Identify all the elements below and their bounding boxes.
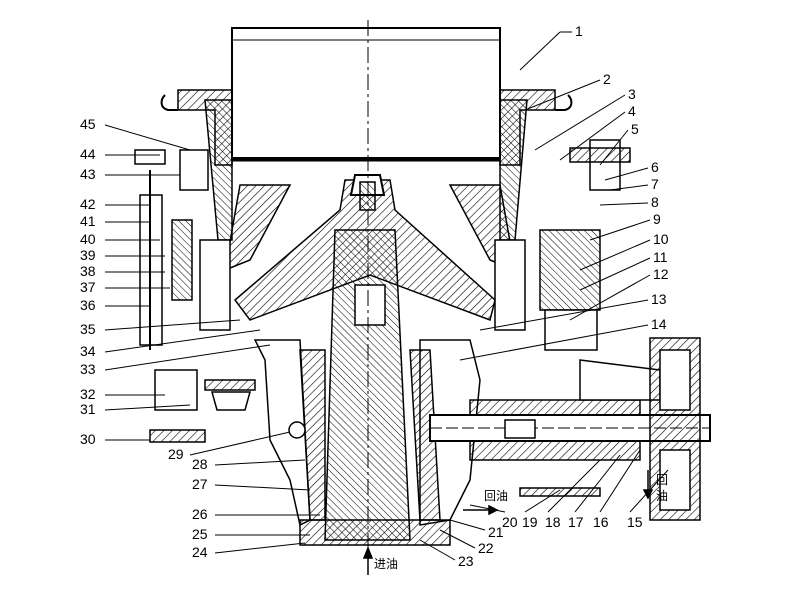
callout-29: 29 — [168, 446, 184, 462]
callout-22: 22 — [478, 540, 494, 556]
callout-32: 32 — [80, 386, 96, 402]
callout-39: 39 — [80, 247, 96, 263]
callout-11: 11 — [653, 249, 668, 265]
oil-return-char-1: 回 — [656, 473, 668, 487]
callout-6: 6 — [651, 159, 659, 175]
oil-in-arrow — [362, 545, 374, 575]
callout-44: 44 — [80, 146, 96, 162]
callout-30: 30 — [80, 431, 96, 447]
callout-2: 2 — [603, 71, 611, 87]
callout-3: 3 — [628, 86, 636, 102]
adjusting-ring — [160, 89, 573, 241]
oil-return-pipe — [519, 487, 601, 497]
callout-42: 42 — [80, 196, 96, 212]
callout-37: 37 — [80, 279, 96, 295]
callout-24: 24 — [192, 544, 208, 560]
callout-4: 4 — [628, 103, 636, 119]
callout-19: 19 — [522, 514, 538, 530]
callout-38: 38 — [80, 263, 96, 279]
callout-35: 35 — [80, 321, 96, 337]
machine-drawing — [134, 20, 711, 575]
callout-43: 43 — [80, 166, 96, 182]
callouts-left: 45 44 43 42 41 40 39 38 37 36 35 34 33 3… — [80, 116, 96, 447]
leader-lines — [104, 31, 669, 561]
callouts-right: 1 2 3 4 5 6 7 8 9 10 11 12 13 14 — [575, 23, 669, 332]
lower-left-base — [149, 369, 306, 443]
callout-20: 20 — [502, 514, 518, 530]
callout-36: 36 — [80, 297, 96, 313]
callout-25: 25 — [192, 526, 208, 542]
callout-8: 8 — [651, 194, 659, 210]
callout-23: 23 — [458, 553, 474, 569]
callout-33: 33 — [80, 361, 96, 377]
callout-28: 28 — [192, 456, 208, 472]
callout-13: 13 — [651, 291, 667, 307]
oil-return-label-right: 回 油 — [656, 473, 668, 503]
spring-right — [539, 139, 631, 351]
callout-15: 15 — [627, 514, 643, 530]
countershaft — [429, 359, 711, 461]
callout-10: 10 — [653, 231, 669, 247]
callout-17: 17 — [568, 514, 584, 530]
callouts-bottom: 29 28 27 26 25 24 23 22 21 20 19 18 17 1… — [168, 446, 643, 569]
spring-left — [134, 149, 209, 350]
callout-18: 18 — [545, 514, 561, 530]
callout-27: 27 — [192, 476, 208, 492]
oil-return-char-2: 油 — [656, 489, 668, 503]
callout-40: 40 — [80, 231, 96, 247]
oil-return-label-center: 回油 — [484, 489, 508, 503]
pulley — [649, 337, 701, 521]
callout-7: 7 — [651, 176, 659, 192]
feed-hopper — [231, 27, 501, 162]
callout-9: 9 — [653, 211, 661, 227]
callout-45: 45 — [80, 116, 96, 132]
callout-1: 1 — [575, 23, 583, 39]
callout-16: 16 — [593, 514, 609, 530]
callout-12: 12 — [653, 266, 669, 282]
callout-31: 31 — [80, 401, 96, 417]
callout-21: 21 — [488, 524, 504, 540]
callout-34: 34 — [80, 343, 96, 359]
callout-26: 26 — [192, 506, 208, 522]
callout-5: 5 — [631, 121, 639, 137]
oil-in-label: 进油 — [374, 557, 398, 571]
callout-41: 41 — [80, 213, 96, 229]
callout-14: 14 — [651, 316, 667, 332]
